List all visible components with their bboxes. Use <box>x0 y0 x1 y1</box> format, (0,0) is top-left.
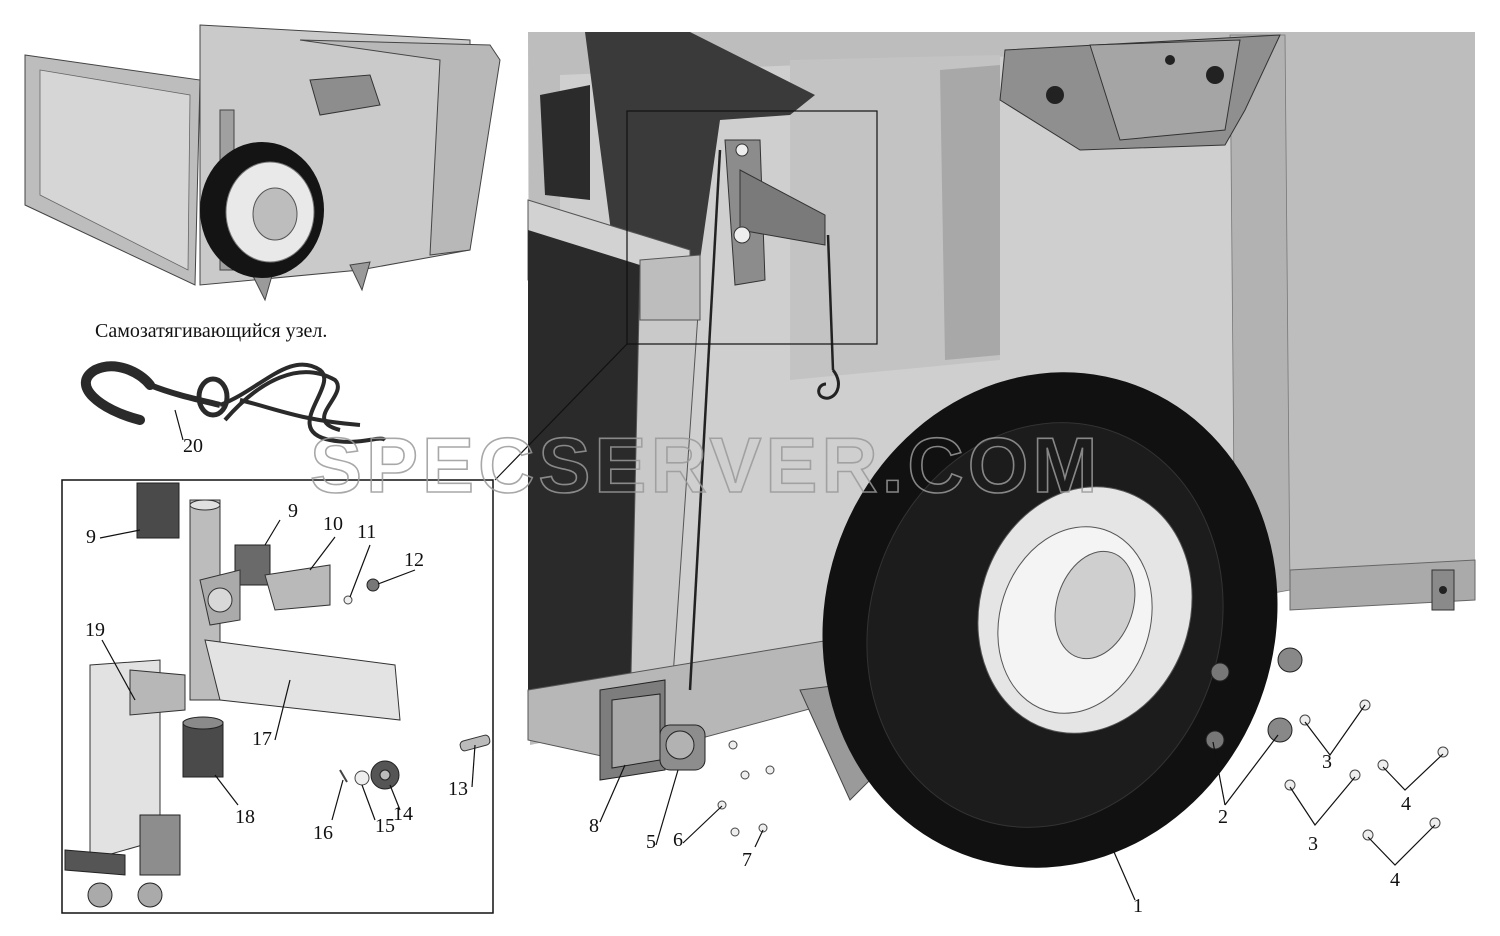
callout-2: 2 <box>1218 806 1228 828</box>
callout-19: 19 <box>85 619 105 641</box>
callout-15: 15 <box>375 815 395 837</box>
callout-5: 5 <box>646 831 656 853</box>
callout-17: 17 <box>252 728 272 750</box>
spare-wheel-1 <box>822 372 1278 868</box>
wheel-nuts-2-3-4 <box>1205 647 1449 841</box>
callout-10: 10 <box>323 513 343 535</box>
small-nuts-6-7 <box>717 740 775 837</box>
watermark: SPECSERVER.COM <box>310 421 1101 509</box>
callout-16: 16 <box>313 822 333 844</box>
detail-inset <box>61 479 494 914</box>
callout-12: 12 <box>404 549 424 571</box>
callout-6: 6 <box>673 829 683 851</box>
callout-1: 1 <box>1133 895 1143 917</box>
callouts: 1 2 3 3 4 4 5 6 7 8 9 9 10 11 12 13 14 1… <box>85 435 1411 917</box>
callout-9a: 9 <box>86 526 96 548</box>
detail-leader <box>494 343 628 481</box>
detail-frame <box>626 110 878 345</box>
leader-lines <box>99 409 1444 901</box>
callout-3a: 3 <box>1322 751 1332 773</box>
pulley-5 <box>659 724 706 771</box>
callout-3b: 3 <box>1308 833 1318 855</box>
knot-caption: Самозатягивающийся узел. <box>95 320 328 342</box>
callout-7: 7 <box>742 849 752 871</box>
main-view <box>494 32 1476 868</box>
callout-9b: 9 <box>288 500 298 522</box>
callout-13: 13 <box>448 778 468 800</box>
callout-4a: 4 <box>1401 793 1411 815</box>
callout-18: 18 <box>235 806 255 828</box>
callout-11: 11 <box>357 521 376 543</box>
overview-view <box>24 24 501 302</box>
callout-14: 14 <box>393 803 413 825</box>
self-tightening-knot <box>80 361 387 444</box>
overview-spare-wheel <box>200 142 324 278</box>
callout-8: 8 <box>589 815 599 837</box>
callout-4b: 4 <box>1390 869 1400 891</box>
mounting-bracket-8 <box>599 679 666 781</box>
callout-20: 20 <box>183 435 203 457</box>
